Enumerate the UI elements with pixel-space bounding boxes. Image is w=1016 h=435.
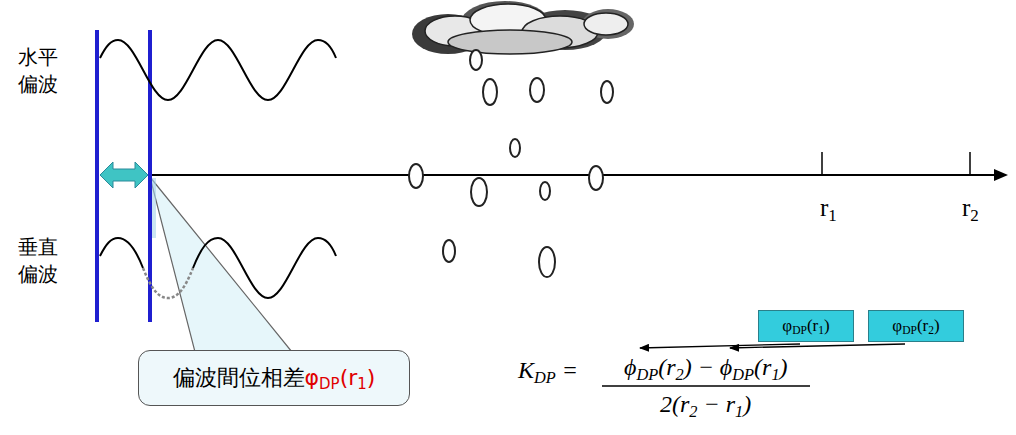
- text-run: (r: [807, 316, 818, 335]
- text-run: ) − ϕ: [684, 354, 733, 380]
- cloud-puff: [448, 30, 572, 54]
- vertical-wave: [193, 238, 336, 298]
- formula-numerator: ϕDP(r2) − ϕDP(r1): [624, 353, 788, 381]
- subscript: 1: [818, 324, 824, 337]
- delayed-wave-part: [143, 268, 193, 298]
- rain-drops: [409, 50, 613, 277]
- callout-box: 偏波間位相差φDP(r1): [138, 350, 410, 406]
- text-run: =: [556, 357, 578, 383]
- box-text: 偏波間位相差φDP(r1): [173, 363, 376, 393]
- text-run: φ: [305, 365, 320, 390]
- subscript: DP: [792, 324, 807, 337]
- rain-drop: [539, 247, 555, 277]
- text-run: r: [820, 194, 828, 221]
- text-run: 偏波間位相差: [173, 365, 305, 390]
- horizontal-wave: [100, 40, 336, 100]
- subscript: DP: [902, 324, 917, 337]
- rain-drop: [601, 81, 613, 103]
- rain-drop: [510, 139, 520, 157]
- box-text: φDP(r2): [892, 316, 939, 336]
- vertical-wave: [100, 238, 143, 268]
- rain-drop: [471, 178, 487, 206]
- rain-drop: [530, 78, 544, 102]
- subscript: DP: [534, 368, 556, 387]
- subscript: DP: [732, 365, 754, 384]
- text-run: ): [824, 316, 830, 335]
- text-run: (r: [917, 316, 928, 335]
- text-run: ): [780, 354, 788, 380]
- text-run: ): [367, 365, 376, 390]
- axis-arrow-head: [994, 169, 1008, 181]
- callout-pointer: [150, 177, 292, 352]
- polarization-label: 垂直 偏波: [18, 234, 60, 288]
- text-run: r: [962, 194, 970, 221]
- box-text: φDP(r1): [782, 316, 829, 336]
- fraction-bar: [602, 385, 810, 387]
- text-run: ): [743, 391, 751, 417]
- text-run: 2(r: [660, 391, 689, 417]
- formula-lhs: KDP =: [518, 356, 578, 384]
- text-run: φ: [782, 316, 792, 335]
- subscript: DP: [319, 375, 340, 393]
- subscript: 1: [771, 365, 779, 384]
- rain-drop: [540, 182, 550, 200]
- leader-arrow: [730, 344, 905, 348]
- text-run: (r: [340, 365, 358, 390]
- formula-denominator: 2(r2 − r1): [660, 390, 751, 418]
- rain-drop: [470, 50, 482, 70]
- rain-drop: [409, 164, 423, 188]
- cloud-puff: [584, 13, 628, 35]
- value-box: φDP(r2): [868, 310, 964, 342]
- subscript: 2: [676, 365, 684, 384]
- subscript: 2: [928, 324, 934, 337]
- phase-difference-arrow: [100, 162, 148, 188]
- text-run: φ: [892, 316, 902, 335]
- subscript: 2: [970, 206, 979, 225]
- text-run: K: [518, 357, 534, 383]
- text-run: (r: [658, 354, 675, 380]
- phase-front-line: [95, 30, 99, 322]
- rain-drop: [483, 79, 497, 105]
- subscript: 1: [828, 206, 837, 225]
- text-run: − r: [698, 391, 736, 417]
- subscript: 2: [689, 402, 697, 421]
- rain-drop: [443, 240, 455, 262]
- text-run: ϕ: [624, 354, 636, 380]
- range-axis: [104, 174, 995, 176]
- text-run: (r: [754, 354, 771, 380]
- subscript: 1: [357, 375, 367, 393]
- rain-drop: [589, 166, 603, 190]
- subscript: DP: [636, 365, 658, 384]
- text-run: ): [934, 316, 940, 335]
- range-label: r2: [962, 194, 979, 222]
- tick-mark: [821, 152, 823, 175]
- subscript: 1: [735, 402, 743, 421]
- polarization-label: 水平 偏波: [18, 44, 60, 98]
- range-label: r1: [820, 194, 837, 222]
- tick-mark: [969, 152, 971, 175]
- cloud-icon: [412, 1, 634, 54]
- value-box: φDP(r1): [758, 310, 854, 342]
